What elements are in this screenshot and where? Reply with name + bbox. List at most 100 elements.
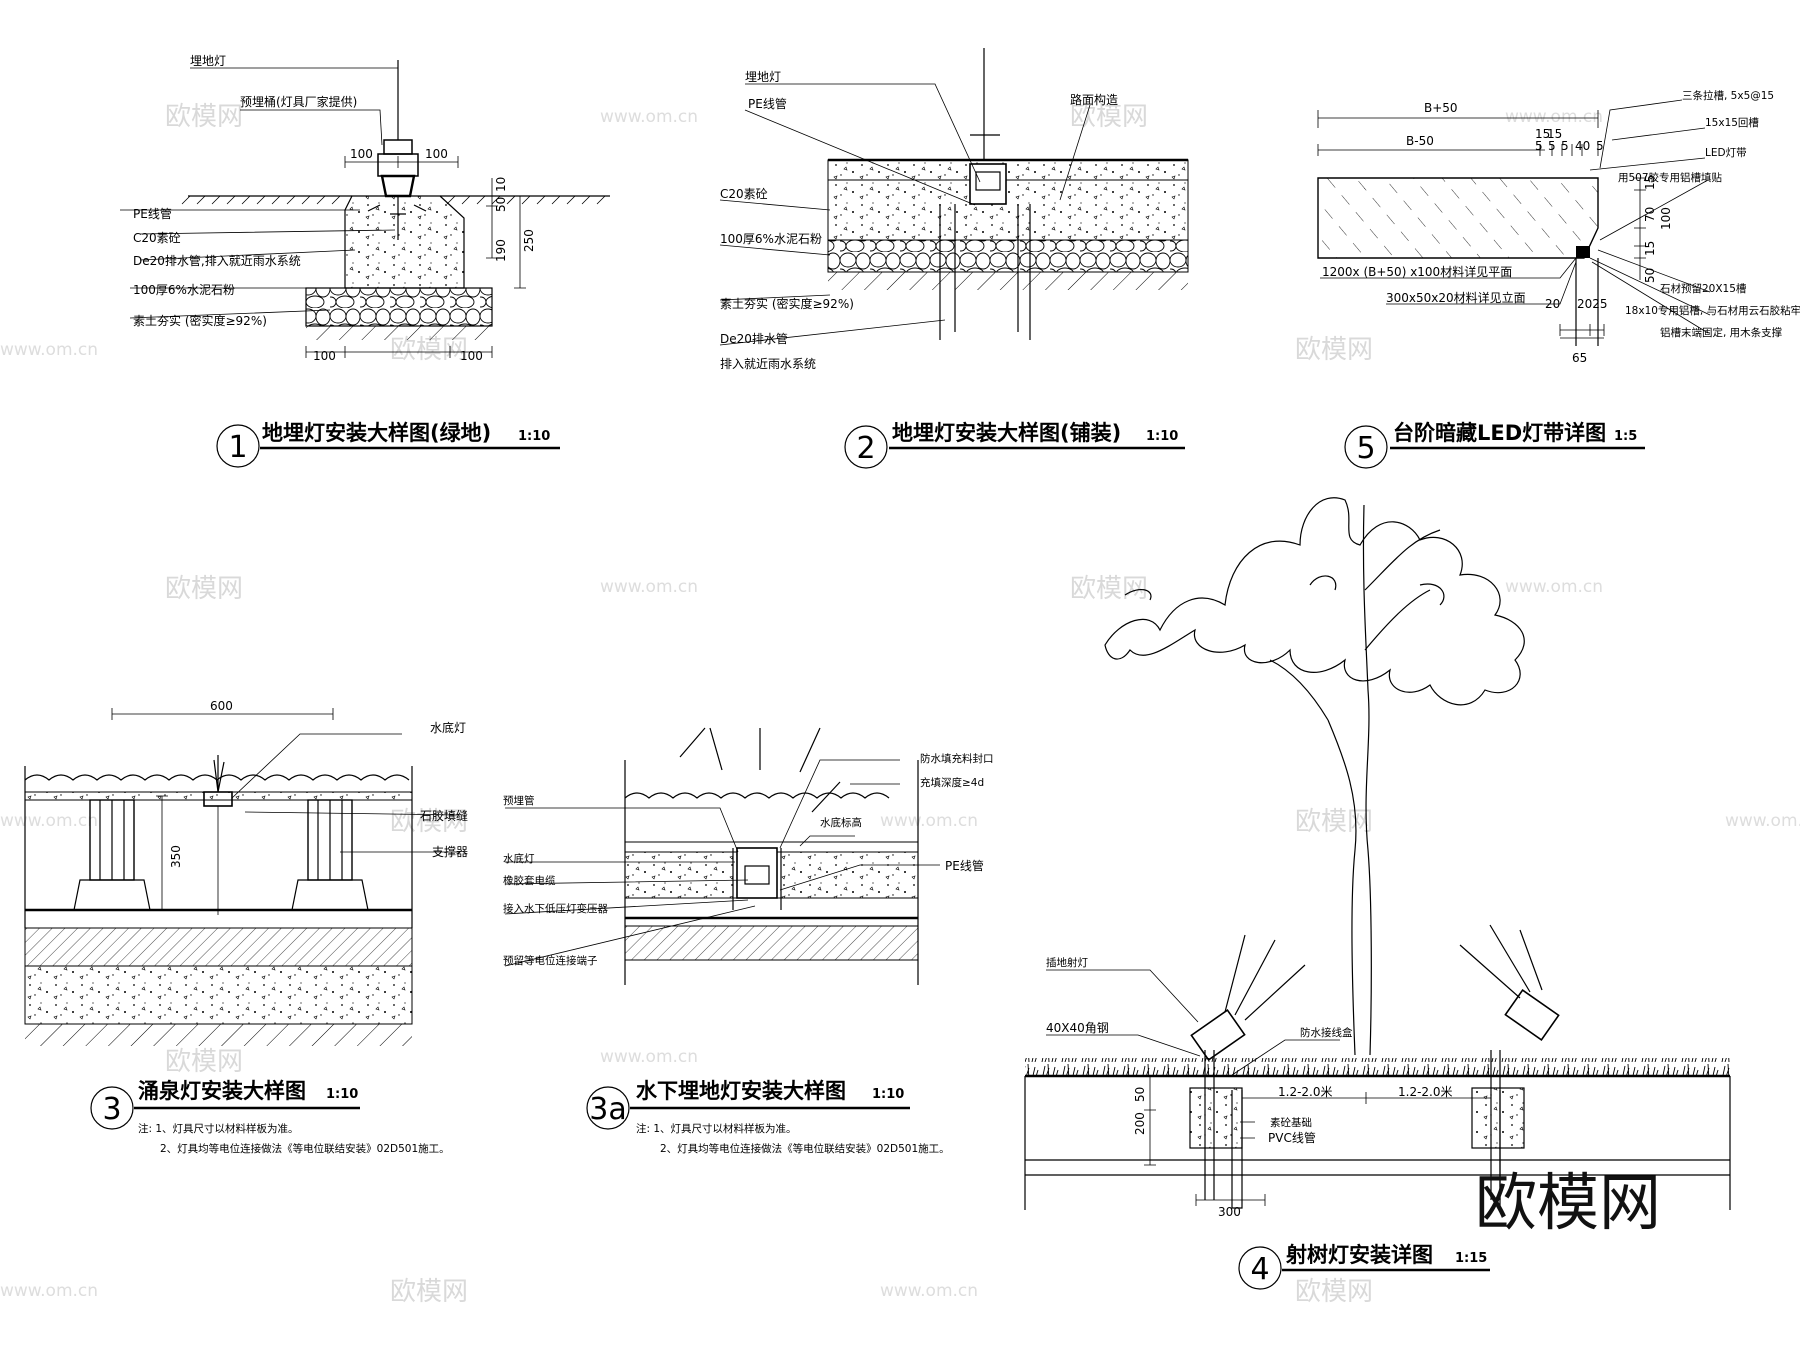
label-compacted-soil: 素土夯实 (密实度≥92%) xyxy=(133,313,267,328)
detail-scale: 1:10 xyxy=(1146,429,1178,444)
label-glue: 用507胶专用铝槽填贴 xyxy=(1618,171,1723,184)
label-compacted-soil: 素土夯实 (密实度≥92%) xyxy=(720,296,854,311)
label-drain-outlet: 排入就近雨水系统 xyxy=(720,357,816,371)
detail-2-inground-lamp-paving: 埋地灯 PE线管 路面构造 C20素砼 100厚6%水泥石粉 素土夯实 (密实度… xyxy=(719,48,1189,469)
detail-title: 射树灯安装详图 xyxy=(1285,1243,1433,1267)
label-gravel-layer: 100厚6%水泥石粉 xyxy=(720,232,822,246)
label-transformer: 接入水下低压灯变压器 xyxy=(503,902,608,915)
detail-scale: 1:10 xyxy=(872,1087,904,1102)
label-grooves: 三条拉槽, 5x5@15 xyxy=(1682,89,1774,102)
dim-65: 65 xyxy=(1572,351,1587,365)
label-drain-pipe: De20排水管,排入就近雨水系统 xyxy=(133,253,301,268)
label-waterproof-seal: 防水填充料封口 xyxy=(920,752,994,765)
label-alu-channel: 18x10专用铝槽, 与石材用云石胶粘牢 xyxy=(1625,304,1800,317)
dim-5-a: 5 xyxy=(1535,139,1543,153)
detail-number: 5 xyxy=(1356,431,1375,466)
label-drain-pipe: De20排水管 xyxy=(720,331,788,346)
label-inground-lamp: 埋地灯 xyxy=(745,70,781,84)
dim-bottom-left: 100 xyxy=(313,349,336,363)
watermark-brand: 欧模网 xyxy=(165,1047,243,1077)
watermark-url: www.om.cn xyxy=(880,1281,978,1301)
label-junction-box: 防水接线盒 xyxy=(1300,1026,1353,1039)
note-line: 2、灯具均等电位连接做法《等电位联结安装》02D501施工。 xyxy=(160,1142,450,1155)
watermark-brand: 欧模网 xyxy=(1070,574,1148,604)
watermark-url: www.om.cn xyxy=(1725,811,1800,831)
detail-number-circle xyxy=(1344,425,1388,469)
detail-number: 1 xyxy=(228,430,247,465)
dim-40: 40 xyxy=(1575,139,1590,153)
label-c20-concrete: C20素砼 xyxy=(133,231,181,245)
detail-number: 2 xyxy=(856,431,875,466)
label-concrete-base: 素砼基础 xyxy=(1270,1116,1312,1129)
label-elev-material: 300x50x20材料详见立面 xyxy=(1386,290,1526,305)
detail-number-circle xyxy=(586,1086,630,1130)
dim-5-c: 5 xyxy=(1561,139,1569,153)
dim-200: 200 xyxy=(1133,1112,1147,1135)
detail-title: 水下埋地灯安装大样图 xyxy=(636,1079,846,1103)
watermark-url: www.om.cn xyxy=(0,340,98,360)
dim-15-a: 15 xyxy=(1535,127,1550,141)
label-water-level: 水底标高 xyxy=(820,816,862,829)
note-line: 2、灯具均等电位连接做法《等电位联结安装》02D501施工。 xyxy=(660,1142,950,1155)
label-underwater-lamp: 水底灯 xyxy=(503,852,535,865)
detail-title: 地埋灯安装大样图(铺装) xyxy=(892,421,1121,445)
label-stone-groove: 石材预留20X15槽 xyxy=(1660,282,1747,295)
detail-5-step-led-strip: B+50 B-50 15 15 5 5 5 40 5 15 70 100 15 … xyxy=(1317,89,1800,469)
label-sleeve: 预埋桶(灯具厂家提供) xyxy=(240,94,357,109)
label-rubber-cable: 橡胶套电缆 xyxy=(503,874,556,887)
dim-top-right: 100 xyxy=(425,147,448,161)
detail-number-circle xyxy=(1238,1246,1282,1290)
label-underwater-lamp: 水底灯 xyxy=(430,720,466,735)
detail-number-circle xyxy=(844,425,888,469)
watermark-url: www.om.cn xyxy=(0,1281,98,1301)
label-road-structure: 路面构造 xyxy=(1070,92,1118,107)
note-line: 注: 1、灯具尺寸以材料样板为准。 xyxy=(138,1122,299,1135)
label-support: 支撑器 xyxy=(432,844,468,859)
dim-b-plus-50: B+50 xyxy=(1424,101,1458,115)
label-led-strip: LED灯带 xyxy=(1705,147,1747,159)
detail-number: 3a xyxy=(589,1092,626,1127)
detail-3a-underwater-lamp: 预埋管 水底灯 橡胶套电缆 接入水下低压灯变压器 预留等电位连接端子 防水填充料… xyxy=(503,727,994,1155)
watermark-brand: 欧模网 xyxy=(390,807,468,837)
label-support: 铝槽末端固定, 用木条支撑 xyxy=(1660,326,1783,339)
watermark-url: www.om.cn xyxy=(600,577,698,597)
detail-number-circle xyxy=(90,1086,134,1130)
detail-number: 3 xyxy=(102,1092,121,1127)
detail-scale: 1:15 xyxy=(1455,1251,1487,1266)
dim-50: 50 xyxy=(494,197,508,212)
label-pe-conduit: PE线管 xyxy=(748,96,787,111)
detail-3-fountain-lamp: 600 350 水底灯 石胶填缝 支撑器 3 涌泉灯安装大样图 1:10 注: … xyxy=(24,699,468,1155)
watermark-url: www.om.cn xyxy=(600,107,698,127)
dim-5-b: 5 xyxy=(1548,139,1556,153)
label-ground-spotlight: 插地射灯 xyxy=(1046,956,1088,969)
label-inground-lamp: 埋地灯 xyxy=(190,54,226,68)
dim-600: 600 xyxy=(210,699,233,713)
label-pe-conduit: PE线管 xyxy=(945,858,984,873)
watermark-url: www.om.cn xyxy=(1505,107,1603,127)
dim-300: 300 xyxy=(1218,1205,1241,1219)
watermark-url: www.om.cn xyxy=(600,1047,698,1067)
watermark-url: www.om.cn xyxy=(1505,577,1603,597)
dim-250: 250 xyxy=(522,229,536,252)
dim-15-b: 15 xyxy=(1547,127,1562,141)
dim-15-v: 15 xyxy=(1643,175,1657,190)
dim-bottom-right: 100 xyxy=(460,349,483,363)
watermark-brand: 欧模网 xyxy=(390,1277,468,1307)
label-gravel-layer: 100厚6%水泥石粉 xyxy=(133,283,235,297)
label-ground-terminal: 预留等电位连接端子 xyxy=(503,954,598,967)
detail-title: 涌泉灯安装大样图 xyxy=(138,1079,306,1103)
brand-logo: 欧模网 xyxy=(1475,1166,1661,1239)
dim-190: 190 xyxy=(494,239,508,262)
dim-span-right: 1.2-2.0米 xyxy=(1398,1085,1453,1099)
dim-350: 350 xyxy=(169,845,183,868)
watermark-url: www.om.cn xyxy=(880,811,978,831)
label-angle-steel: 40X40角钢 xyxy=(1046,1021,1109,1035)
dim-b-minus-50: B-50 xyxy=(1406,134,1434,148)
dim-100: 100 xyxy=(1659,207,1673,230)
dim-15-v2: 15 xyxy=(1643,241,1657,256)
label-pe-conduit: PE线管 xyxy=(133,206,172,221)
dim-50: 50 xyxy=(1643,268,1657,283)
dim-20: 20 xyxy=(1545,297,1560,311)
label-sealant: 石胶填缝 xyxy=(420,808,468,823)
